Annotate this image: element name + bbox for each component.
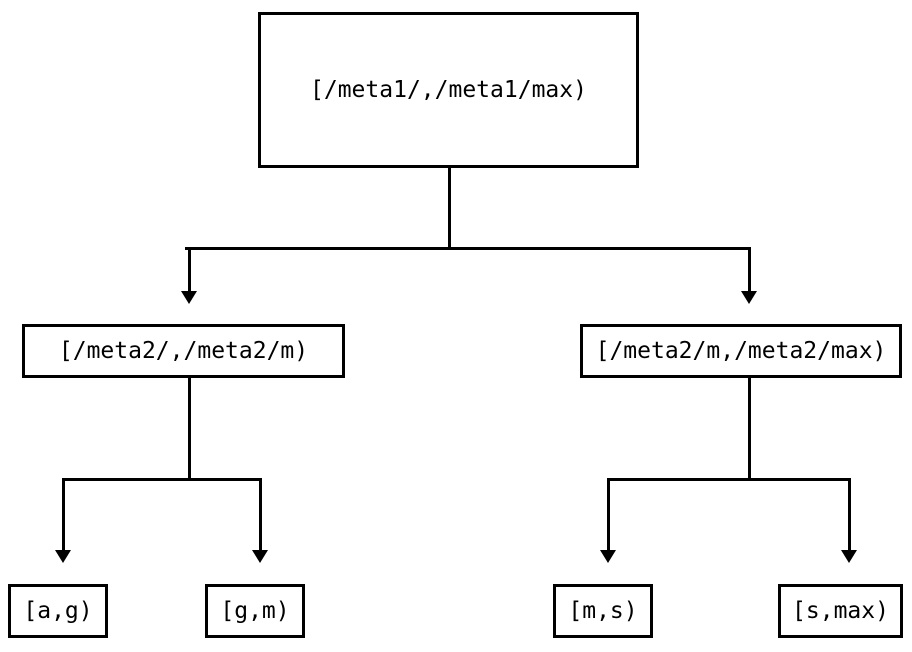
edge-meta2-lo-bar: [62, 478, 262, 481]
edge-root-to-meta2-lo: [188, 247, 191, 293]
node-leaf-ms-label: [m,s): [568, 597, 638, 624]
edge-root-to-meta2-hi: [748, 247, 751, 293]
edge-meta2-hi-stem: [748, 378, 751, 481]
node-root[interactable]: [/meta1/,/meta1/max): [258, 12, 639, 168]
node-leaf-gm-label: [g,m): [220, 597, 290, 624]
arrowhead-meta2-hi-to-leaf-ms: [600, 550, 616, 563]
node-leaf-ag[interactable]: [a,g): [8, 584, 108, 638]
node-leaf-smax[interactable]: [s,max): [778, 584, 903, 638]
arrowhead-meta2-lo-to-leaf-ag: [55, 550, 71, 563]
edge-meta2-lo-stem: [188, 378, 191, 481]
edge-meta2-hi-bar: [607, 478, 851, 481]
node-root-label: [/meta1/,/meta1/max): [310, 76, 587, 103]
edge-root-bar: [185, 247, 751, 250]
node-meta2-hi[interactable]: [/meta2/m,/meta2/max): [580, 324, 902, 378]
arrowhead-meta2-lo-to-leaf-gm: [252, 550, 268, 563]
edge-meta2-hi-to-leaf-smax: [848, 478, 851, 552]
edge-meta2-hi-to-leaf-ms: [607, 478, 610, 552]
node-meta2-lo-label: [/meta2/,/meta2/m): [58, 337, 309, 364]
edge-root-stem: [448, 168, 451, 250]
node-leaf-smax-label: [s,max): [792, 597, 889, 624]
arrowhead-root-to-meta2-hi: [741, 291, 757, 304]
node-leaf-ms[interactable]: [m,s): [553, 584, 653, 638]
node-leaf-ag-label: [a,g): [23, 597, 93, 624]
node-meta2-lo[interactable]: [/meta2/,/meta2/m): [22, 324, 345, 378]
arrowhead-meta2-hi-to-leaf-smax: [841, 550, 857, 563]
arrowhead-root-to-meta2-lo: [181, 291, 197, 304]
node-leaf-gm[interactable]: [g,m): [205, 584, 305, 638]
edge-meta2-lo-to-leaf-ag: [62, 478, 65, 552]
node-meta2-hi-label: [/meta2/m,/meta2/max): [595, 337, 887, 364]
edge-meta2-lo-to-leaf-gm: [259, 478, 262, 552]
